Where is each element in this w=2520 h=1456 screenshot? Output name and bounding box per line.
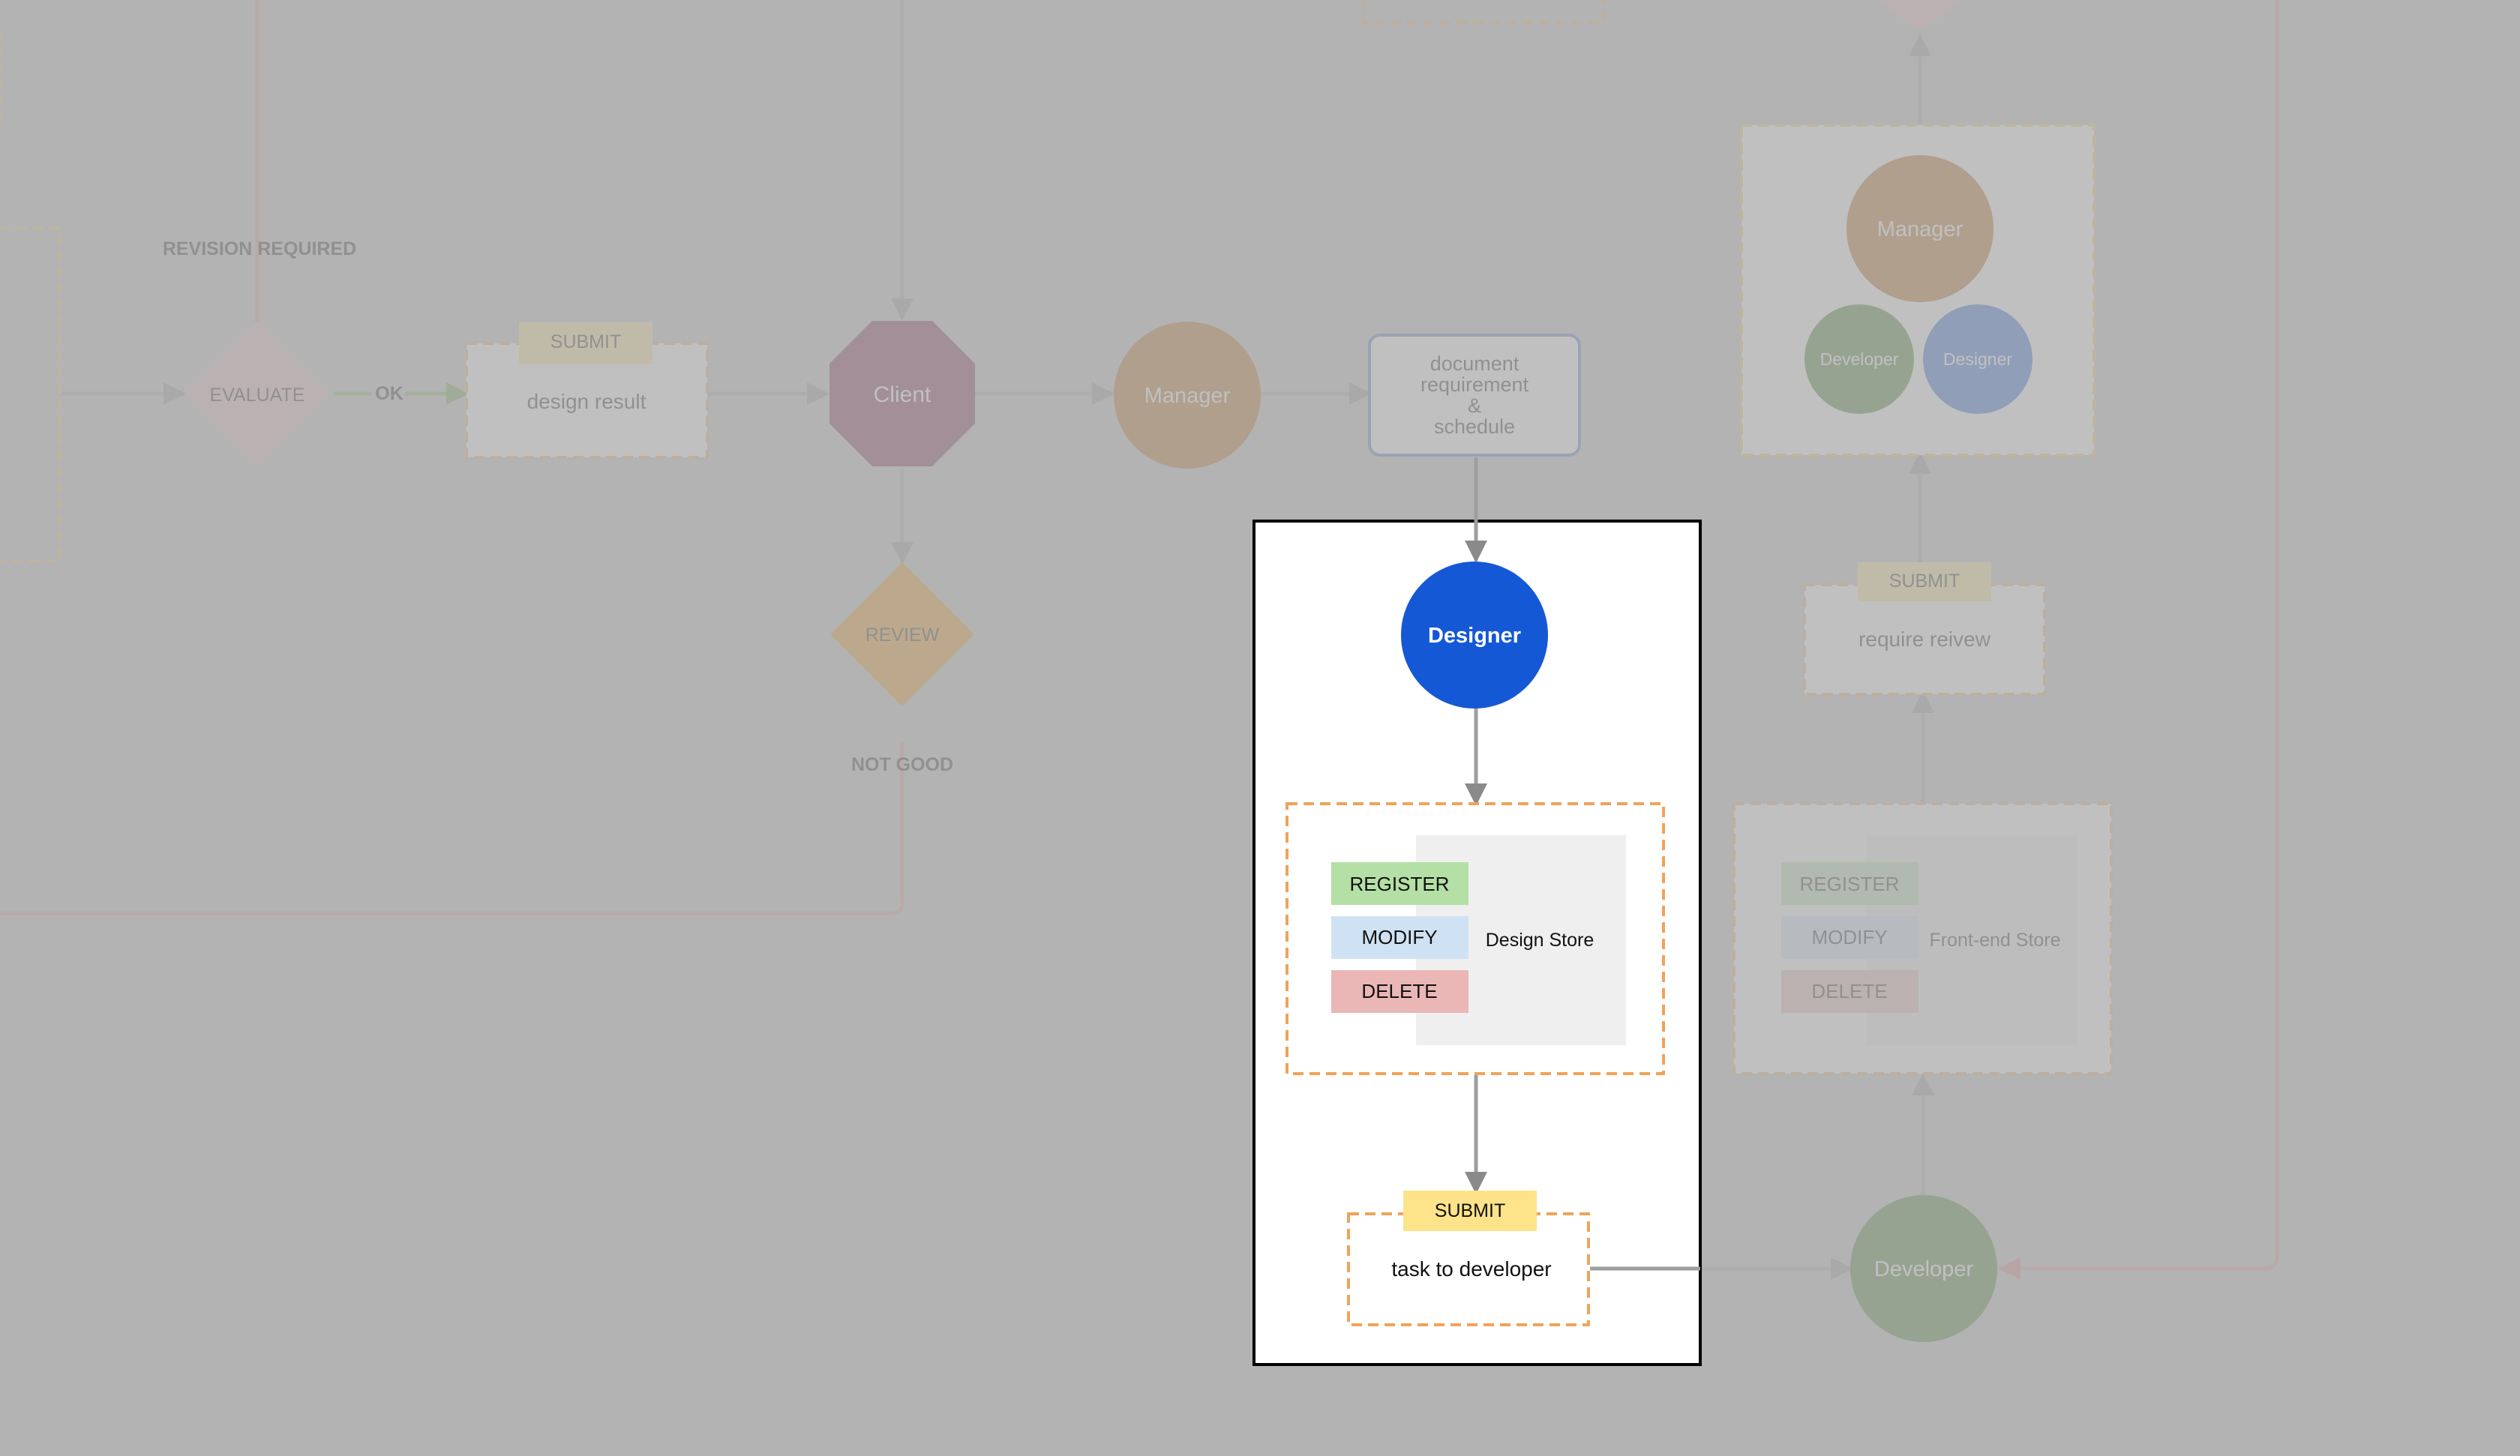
register-design-button[interactable] — [1331, 862, 1468, 905]
designer-circle[interactable] — [1401, 562, 1548, 709]
delete-design-label: DELETE — [1361, 980, 1437, 1002]
delete-design-button[interactable] — [1331, 970, 1468, 1013]
submit-task-label: SUBMIT — [1435, 1200, 1505, 1221]
modify-design-label: MODIFY — [1361, 926, 1437, 948]
register-design-label: REGISTER — [1350, 873, 1450, 895]
modify-design-button[interactable] — [1331, 916, 1468, 959]
designer-label: Designer — [1428, 624, 1521, 648]
submit-task-tag — [1403, 1191, 1537, 1231]
design-store-label: Design Store — [1486, 930, 1594, 951]
task-to-developer-label: task to developer — [1391, 1257, 1551, 1281]
